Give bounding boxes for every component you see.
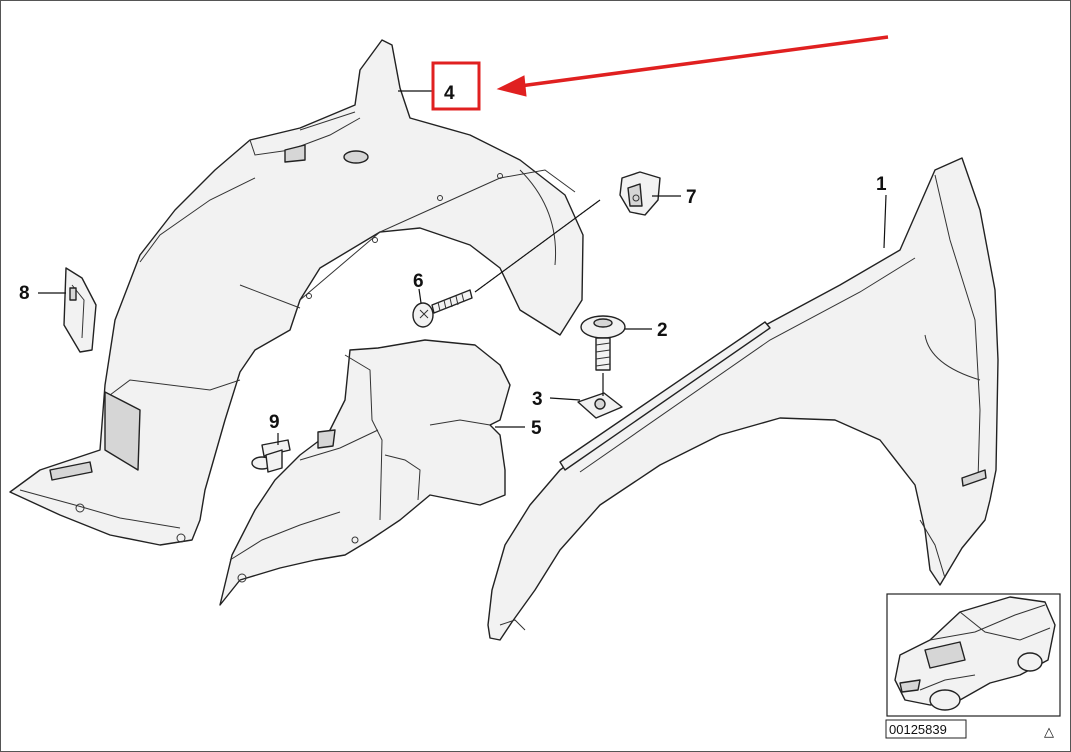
clip-nut-part-3 [577,392,623,419]
callout-1: 1 [876,174,887,195]
plastic-nut-part-7 [619,171,661,216]
callout-7: 7 [686,187,697,208]
callout-3: 3 [532,389,543,410]
highlight-arrow-head [496,75,527,97]
callout-6: 6 [413,271,424,292]
callout-5: 5 [531,418,542,439]
diagram-footer: 00125839 △ [885,719,1054,739]
bolt-part-2 [580,315,626,371]
wheel-arch-liner [9,39,584,546]
diagram-code: 00125839 [889,722,947,737]
push-rivet-part-9 [251,439,291,473]
highlight-arrow-shaft [519,35,889,88]
clip-part-8 [63,267,97,353]
callout-4: 4 [444,83,455,104]
vehicle-thumbnail [886,593,1061,717]
lower-cover [219,339,511,606]
callouts: 1 2 3 5 6 7 8 9 [19,174,887,439]
callout-8: 8 [19,283,30,304]
screw-part-6 [412,289,473,328]
front-fender [487,157,999,641]
leader-lines [38,90,887,445]
highlight-annotation: 4 [431,35,889,111]
revision-symbol: △ [1044,724,1054,739]
highlight-box [431,61,481,111]
callout-2: 2 [657,320,668,341]
callout-9: 9 [269,412,280,433]
